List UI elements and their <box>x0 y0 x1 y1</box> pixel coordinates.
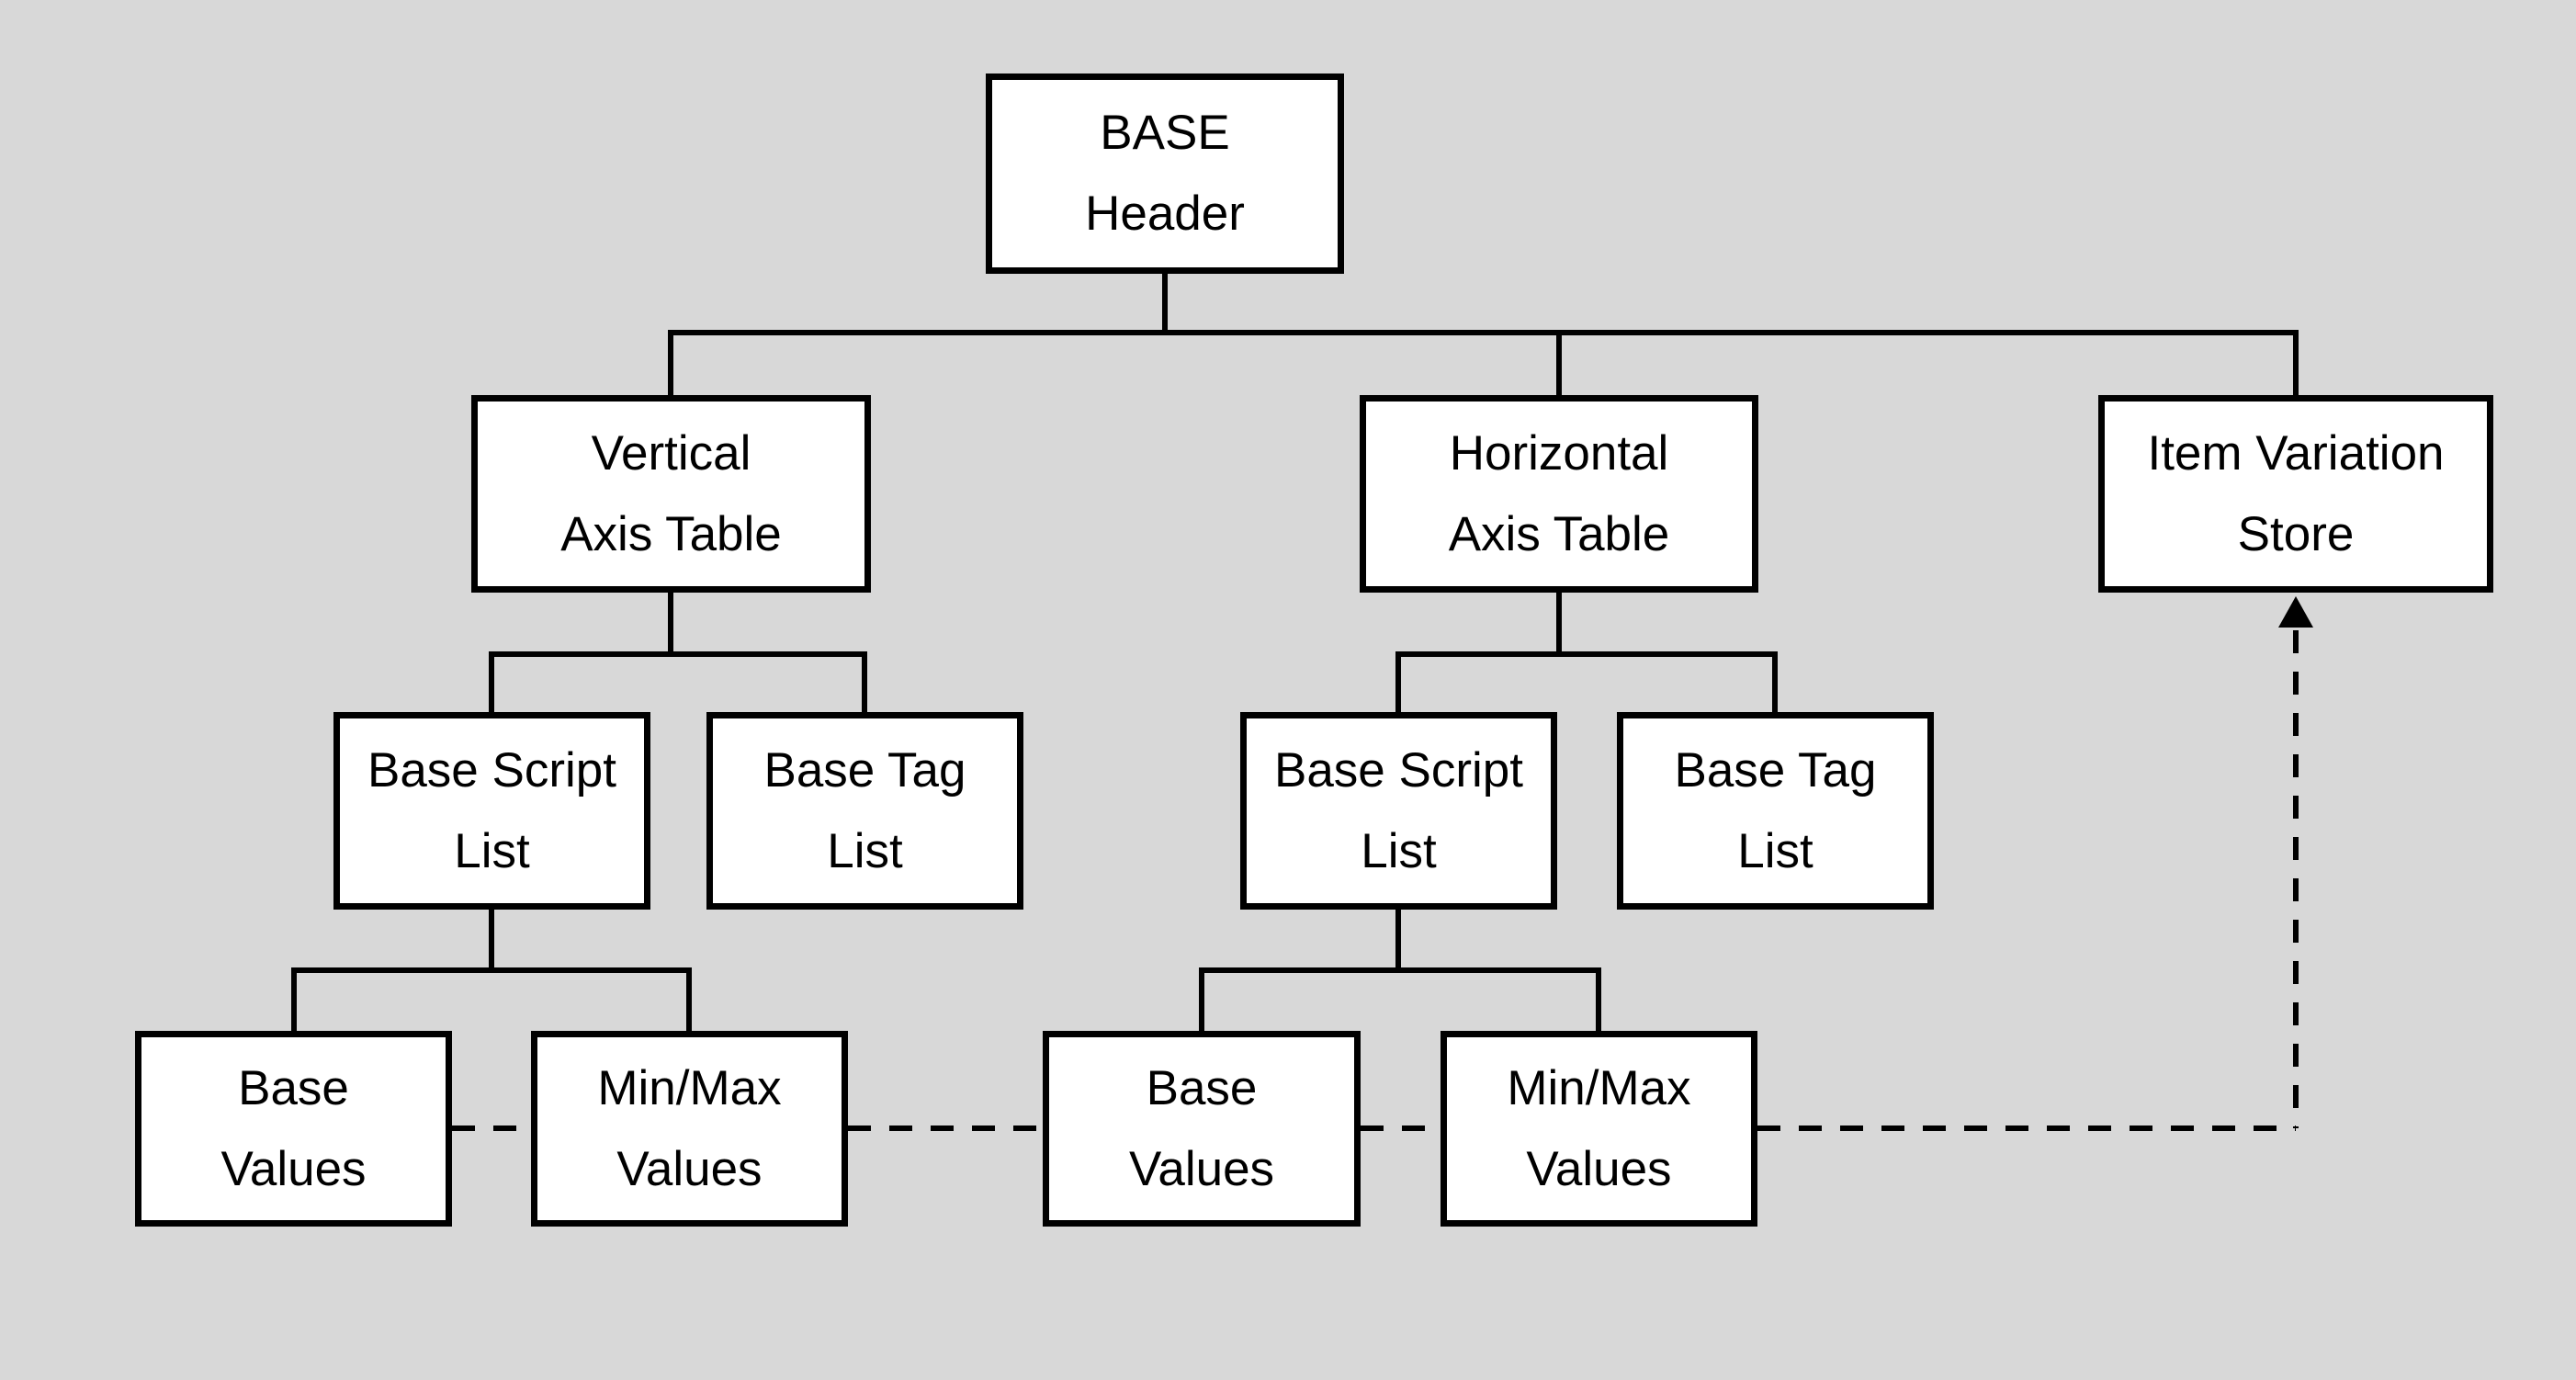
node-label: Base Tag List <box>763 742 966 878</box>
node-label: Item Variation Store <box>2147 425 2445 561</box>
tree-connector-lines <box>291 274 2299 1031</box>
node-label: Base Values <box>1128 1060 1275 1196</box>
reference-dashed-lines <box>452 630 2299 1131</box>
node-label: Min/Max Values <box>597 1060 782 1196</box>
node-label: Vertical Axis Table <box>560 425 782 561</box>
node-base-tag-list-left: Base Tag List <box>706 712 1023 910</box>
node-label: Base Script List <box>1273 742 1523 878</box>
node-label: BASE Header <box>1085 106 1245 241</box>
node-minmax-values-left: Min/Max Values <box>531 1031 848 1227</box>
node-label: Horizontal Axis Table <box>1448 425 1670 561</box>
node-base-values-right: Base Values <box>1043 1031 1361 1227</box>
arrowhead-up-icon <box>2278 596 2313 628</box>
node-horizontal-axis-table: Horizontal Axis Table <box>1360 395 1758 593</box>
node-label: Base Values <box>220 1060 367 1196</box>
node-item-variation-store: Item Variation Store <box>2098 395 2493 593</box>
node-base-script-list-right: Base Script List <box>1240 712 1557 910</box>
node-label: Base Script List <box>367 742 616 878</box>
node-label: Min/Max Values <box>1507 1060 1691 1196</box>
node-base-header: BASE Header <box>986 74 1344 274</box>
node-minmax-values-right: Min/Max Values <box>1441 1031 1757 1227</box>
node-label: Base Tag List <box>1674 742 1877 878</box>
node-base-script-list-left: Base Script List <box>333 712 650 910</box>
node-vertical-axis-table: Vertical Axis Table <box>471 395 871 593</box>
node-base-values-left: Base Values <box>135 1031 452 1227</box>
node-base-tag-list-right: Base Tag List <box>1617 712 1934 910</box>
